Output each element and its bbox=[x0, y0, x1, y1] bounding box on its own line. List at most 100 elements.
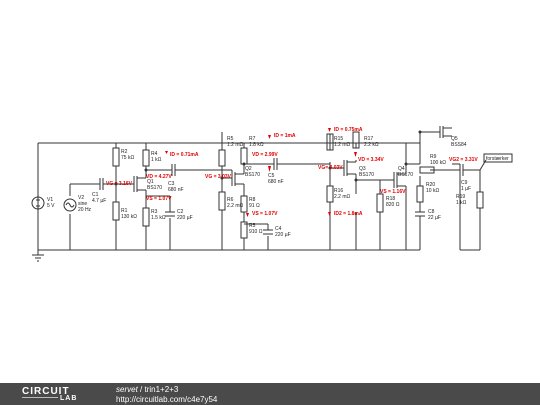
r17-value: 2.2 kΩ bbox=[364, 142, 379, 148]
r6-value: 2.2 mΩ bbox=[227, 203, 244, 209]
arrow-down-icon bbox=[268, 166, 271, 172]
q2-drain-current: ID = 1mA bbox=[274, 133, 296, 139]
r5-name: R5 bbox=[227, 136, 234, 142]
q5-name: Q5 bbox=[451, 136, 458, 142]
arrow-down-icon bbox=[268, 135, 271, 139]
q4-name: Q4 bbox=[398, 166, 405, 172]
junction-dot bbox=[354, 178, 358, 182]
r5b-name: R5 bbox=[249, 223, 256, 229]
q1-value: BS170 bbox=[147, 185, 162, 191]
output-stage-wires bbox=[393, 126, 461, 250]
schematic: V1 5 V V2 sine 20 Hz C1 4.7 µF R2 75 kΩ … bbox=[31, 126, 513, 262]
q3-drain-current: ID = 0.75mA bbox=[334, 127, 363, 133]
c2-value: 220 µF bbox=[177, 215, 193, 221]
r18-name: R18 bbox=[386, 196, 395, 202]
v2-type: sine bbox=[78, 201, 87, 207]
r16-name: R16 bbox=[334, 188, 343, 194]
q3-stage-wires bbox=[329, 134, 394, 250]
c3-value: 680 nF bbox=[168, 187, 184, 193]
q3-gate-voltage: VG= 3.03V bbox=[318, 165, 343, 171]
r7-value: 1.8 kΩ bbox=[249, 142, 264, 148]
circuitlab-logo: CIRCUIT LAB bbox=[22, 386, 100, 403]
c1-name: C1 bbox=[92, 192, 99, 198]
q3-value: BS170 bbox=[359, 172, 374, 178]
r7-resistor bbox=[240, 147, 248, 165]
q3-source-voltage: VS = 1.16V bbox=[380, 189, 406, 195]
r3-name: R3 bbox=[151, 209, 158, 215]
r3-resistor bbox=[142, 207, 150, 227]
junction-dot bbox=[418, 130, 422, 134]
junction-dot bbox=[328, 166, 332, 170]
c8-capacitor bbox=[415, 211, 425, 222]
c3-capacitor bbox=[146, 164, 232, 176]
r5-value: 1.2 mΩ bbox=[227, 142, 244, 148]
r17-name: R17 bbox=[364, 136, 373, 142]
logo-text-bottom: LAB bbox=[60, 395, 78, 402]
circuit-url[interactable]: http://circuitlab.com/c4e7y54 bbox=[116, 395, 218, 404]
output-label: forstærker bbox=[486, 156, 509, 162]
v1-source bbox=[31, 196, 45, 210]
c8-value: 22 µF bbox=[428, 215, 441, 221]
junction-dot bbox=[114, 182, 118, 186]
q3-drain-voltage: VD = 3.34V bbox=[358, 157, 384, 163]
r8-name: R8 bbox=[249, 197, 256, 203]
r1-resistor bbox=[112, 201, 120, 221]
q4-value: BS170 bbox=[398, 172, 413, 178]
footer-bar bbox=[0, 383, 540, 405]
c1-capacitor bbox=[99, 178, 116, 190]
r6-resistor bbox=[218, 191, 226, 211]
r1-value: 130 kΩ bbox=[121, 214, 137, 220]
r5-source-resistor bbox=[240, 221, 248, 239]
r20-name: R20 bbox=[426, 182, 435, 188]
q5-gate-voltage: VG2 = 3.31V bbox=[449, 157, 478, 163]
title-separator: / bbox=[137, 385, 145, 394]
junction-dot bbox=[220, 176, 224, 180]
r4-resistor bbox=[142, 149, 150, 167]
r3-value: 1.5 kΩ bbox=[151, 215, 166, 221]
v1-name: V1 bbox=[47, 197, 53, 203]
author-link[interactable]: servet bbox=[116, 385, 138, 394]
circuit-title-line: servet / trin1+2+3 bbox=[116, 385, 217, 395]
r9-value: 100 kΩ bbox=[430, 160, 446, 166]
q2-drain-voltage: VD = 2.99V bbox=[252, 152, 278, 158]
logo-text-top: CIRCUIT bbox=[22, 386, 70, 397]
q1-drain-voltage: VD = 4.27V bbox=[146, 174, 172, 180]
c1-value: 4.7 µF bbox=[92, 198, 106, 204]
junction-dot bbox=[242, 162, 246, 166]
r15-resistor bbox=[326, 133, 334, 151]
sine-wave-icon bbox=[65, 202, 75, 208]
c4-value: 220 µF bbox=[275, 232, 291, 238]
q2-name: Q2 bbox=[245, 166, 252, 172]
v2-name: V2 bbox=[78, 195, 84, 201]
c8-name: C8 bbox=[428, 209, 435, 215]
q1-gate-voltage: VG = 3.16V bbox=[106, 181, 133, 187]
c4-name: C4 bbox=[275, 226, 282, 232]
ground-symbol bbox=[32, 250, 44, 262]
c5-value: 680 nF bbox=[268, 179, 284, 185]
r18-resistor bbox=[376, 193, 384, 213]
c2-capacitor bbox=[165, 211, 175, 217]
q1-name: Q1 bbox=[147, 179, 154, 185]
v2-frequency: 20 Hz bbox=[78, 207, 92, 213]
c5-name: C5 bbox=[268, 173, 275, 179]
r2-name: R2 bbox=[121, 149, 128, 155]
r16-value: 2.2 mΩ bbox=[334, 194, 351, 200]
q3-name: Q3 bbox=[359, 166, 366, 172]
v1-polarity-icon bbox=[36, 198, 40, 207]
r16-resistor bbox=[326, 185, 334, 203]
q2-source-voltage: VS = 1.07V bbox=[252, 211, 278, 217]
r15-value: 1.2 mΩ bbox=[334, 142, 351, 148]
r9-resistor bbox=[419, 166, 435, 174]
v1-value: 5 V bbox=[47, 203, 55, 209]
c9-capacitor bbox=[454, 164, 480, 176]
r1-name: R1 bbox=[121, 208, 128, 214]
r15-name: R15 bbox=[334, 136, 343, 142]
circuit-title: trin1+2+3 bbox=[144, 385, 179, 394]
r19-wires bbox=[460, 170, 481, 251]
r18-value: 820 Ω bbox=[386, 202, 400, 208]
logo-wave-icon bbox=[22, 397, 58, 401]
arrow-down-icon bbox=[165, 151, 168, 154]
r7-name: R7 bbox=[249, 136, 256, 142]
r2-value: 75 kΩ bbox=[121, 155, 134, 161]
junction-dot bbox=[404, 162, 408, 166]
